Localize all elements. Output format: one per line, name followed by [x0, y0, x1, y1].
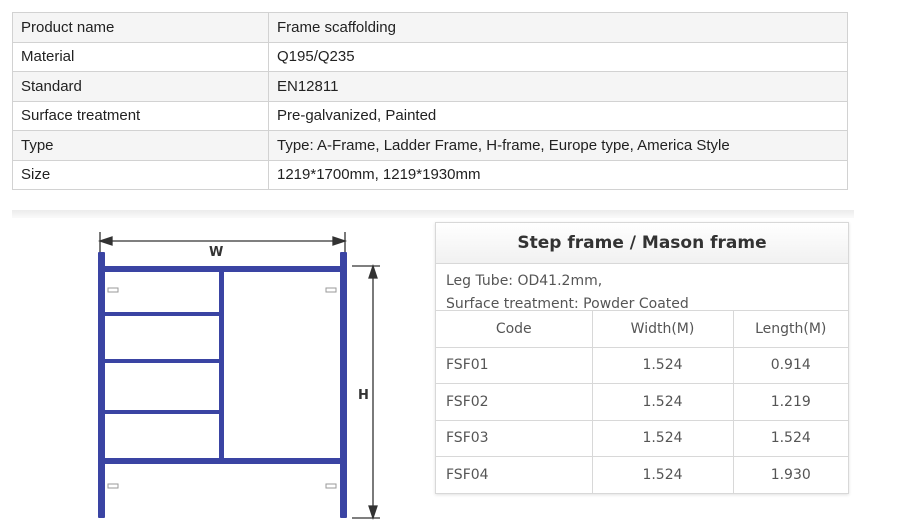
- spec-value: Type: A-Frame, Ladder Frame, H-frame, Eu…: [268, 130, 848, 161]
- spec-label: Size: [12, 159, 269, 190]
- length-cell: 1.219: [732, 383, 848, 420]
- width-label: W: [209, 245, 224, 260]
- frame-diagram: W H: [86, 230, 386, 530]
- width-cell: 1.524: [591, 346, 733, 384]
- spec-label: Surface treatment: [12, 100, 269, 131]
- spec-label: Type: [12, 130, 269, 161]
- spec-value: Pre-galvanized, Painted: [268, 100, 848, 131]
- height-dimension-line: [352, 263, 380, 521]
- spec-value: Frame scaffolding: [268, 12, 848, 43]
- coupling-pins: [107, 287, 337, 489]
- description-line: Leg Tube: OD41.2mm,: [446, 273, 603, 289]
- description-line: Surface treatment: Powder Coated: [446, 296, 689, 312]
- product-spec-table: Product name Frame scaffolding Material …: [12, 12, 848, 190]
- table-row: Standard EN12811: [12, 71, 848, 102]
- table-row: Material Q195/Q235: [12, 41, 848, 72]
- code-cell: FSF03: [436, 419, 592, 457]
- table-row: Product name Frame scaffolding: [12, 12, 848, 43]
- width-cell: 1.524: [591, 419, 733, 457]
- table-row: FSF01 1.524 0.914: [436, 346, 848, 384]
- code-cell: FSF04: [436, 456, 592, 493]
- table-row: FSF02 1.524 1.219: [436, 383, 848, 420]
- width-cell: 1.524: [591, 456, 733, 493]
- step-frame-title: Step frame / Mason frame: [436, 223, 848, 264]
- table-row: Type Type: A-Frame, Ladder Frame, H-fram…: [12, 130, 848, 161]
- code-cell: FSF01: [436, 346, 592, 384]
- step-frame-table: Code Width(M) Length(M) FSF01 1.524 0.91…: [436, 311, 848, 493]
- spec-value: 1219*1700mm, 1219*1930mm: [268, 159, 848, 190]
- width-dimension-line: [97, 232, 348, 254]
- column-header-width: Width(M): [591, 311, 733, 347]
- table-row: Surface treatment Pre-galvanized, Painte…: [12, 100, 848, 131]
- width-cell: 1.524: [591, 383, 733, 420]
- table-header-row: Code Width(M) Length(M): [436, 311, 848, 347]
- code-cell: FSF02: [436, 383, 592, 420]
- table-row: Size 1219*1700mm, 1219*1930mm: [12, 159, 848, 190]
- spec-label: Product name: [12, 12, 269, 43]
- spec-label: Standard: [12, 71, 269, 102]
- length-cell: 0.914: [732, 346, 848, 384]
- column-header-code: Code: [495, 320, 532, 337]
- frame-drawing-svg: [97, 232, 380, 521]
- length-cell: 1.524: [732, 419, 848, 457]
- step-frame-card: Step frame / Mason frame Leg Tube: OD41.…: [435, 222, 849, 494]
- spec-label: Material: [12, 41, 269, 72]
- spec-value: EN12811: [268, 71, 848, 102]
- table-row: FSF03 1.524 1.524: [436, 419, 848, 457]
- scaffold-frame: [98, 252, 347, 518]
- section-divider: [12, 210, 854, 218]
- spec-value: Q195/Q235: [268, 41, 848, 72]
- table-row: FSF04 1.524 1.930: [436, 456, 848, 493]
- column-header-length: Length(M): [732, 311, 848, 347]
- step-frame-description: Leg Tube: OD41.2mm, Surface treatment: P…: [436, 264, 848, 312]
- height-label: H: [358, 388, 369, 403]
- length-cell: 1.930: [732, 456, 848, 493]
